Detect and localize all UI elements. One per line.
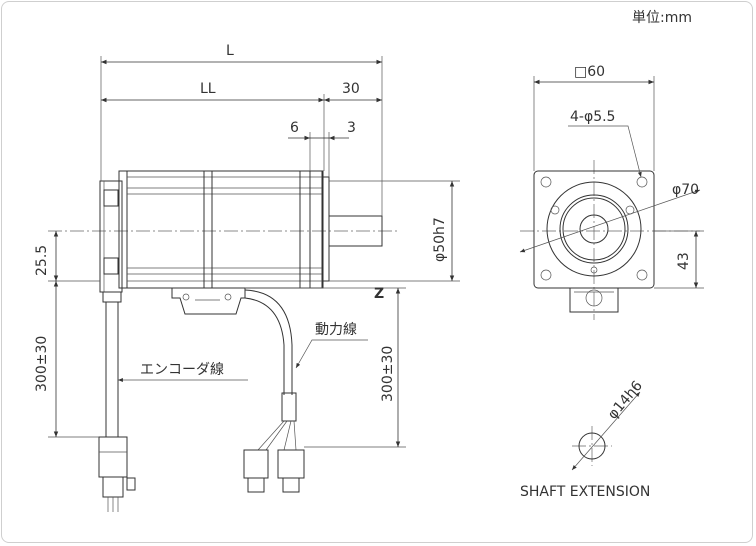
dim-cable-left: 300±30 bbox=[34, 336, 50, 392]
dim-LL: LL bbox=[200, 81, 216, 97]
dim-square: □60 bbox=[574, 64, 605, 80]
label-encoder: エンコーダ線 bbox=[140, 362, 224, 378]
power-connector-block bbox=[171, 288, 246, 315]
dim-cable-right: 300±30 bbox=[380, 346, 396, 402]
dim-25-5: 25.5 bbox=[34, 245, 50, 276]
power-cable bbox=[244, 289, 293, 395]
encoder-cable-boot bbox=[102, 291, 122, 303]
dim-shaft-ext: φ14h6 bbox=[605, 378, 646, 423]
front-connector bbox=[569, 288, 619, 313]
dim-43: 43 bbox=[676, 252, 692, 270]
shaft bbox=[328, 215, 383, 247]
label-z: Z bbox=[374, 286, 384, 302]
encoder-plug bbox=[98, 436, 128, 478]
dim-6: 6 bbox=[290, 120, 299, 136]
front-view: □60 4-φ5.5 φ70 43 bbox=[519, 64, 704, 320]
shaft-extension-view: φ14h6 SHAFT EXTENSION bbox=[520, 378, 650, 500]
power-plug-right bbox=[277, 449, 305, 479]
dim-30-side: 30 bbox=[342, 81, 360, 97]
dim-holes: 4-φ5.5 bbox=[570, 109, 615, 125]
dim-pcd: φ70 bbox=[672, 182, 699, 198]
unit-label: 単位:mm bbox=[632, 10, 692, 26]
label-power: 動力線 bbox=[315, 322, 357, 338]
motor-body bbox=[126, 170, 323, 289]
shaft-extension-caption: SHAFT EXTENSION bbox=[520, 484, 650, 500]
side-view: L LL 30 6 3 φ50h7 25.5 300±30 300±30 bbox=[34, 43, 460, 512]
power-plug-left bbox=[243, 449, 269, 479]
dim-3: 3 bbox=[347, 120, 356, 136]
dim-L: L bbox=[226, 43, 234, 59]
flange bbox=[309, 170, 324, 289]
dim-shaft-dia: φ50h7 bbox=[432, 217, 448, 262]
